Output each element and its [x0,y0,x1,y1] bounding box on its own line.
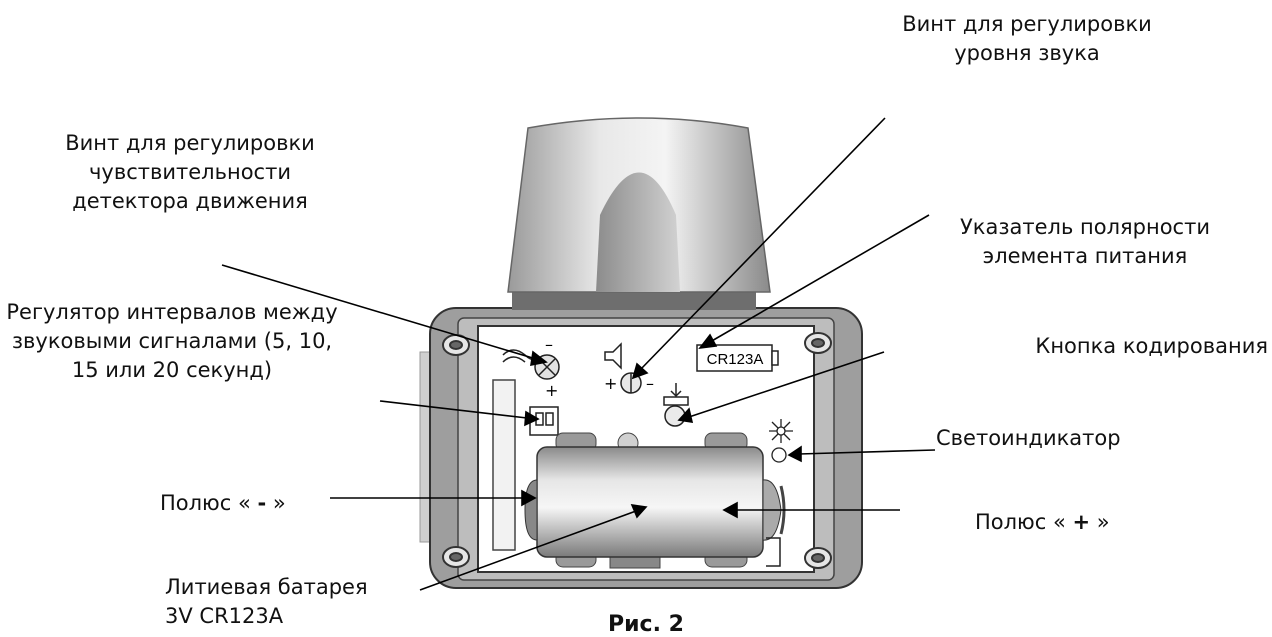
label-sensitivity-screw: Винт для регулировки чувствительности де… [65,131,315,213]
speaker-icon [604,342,622,370]
pole-minus-sign: - [257,491,267,515]
label-coding-button: Кнопка кодирования [1035,334,1268,358]
left-track [492,379,516,551]
label-led-indicator: Светоиндикатор [936,426,1121,450]
label-interval-regulator: Регулятор интервалов между звуковыми сиг… [6,300,338,382]
coding-button-graphic [663,383,689,427]
leader-lines [221,117,936,591]
corner-clip [766,537,781,567]
screw-holes [442,332,832,569]
label-pole-minus: Полюс « - » [160,460,380,518]
battery-marking: CR123A [707,351,764,368]
label-battery: Литиевая батарея 3V CR123A [165,575,368,628]
pole-plus-sign: + [1072,510,1091,534]
sensor-cap [507,117,771,310]
figure-caption: Рис. 2 [608,612,684,637]
pole-minus-prefix: Полюс « [160,491,258,515]
label-pole-plus: Полюс « + » [975,479,1195,537]
sensitivity-plus-mark: + [545,381,558,400]
battery-body [536,446,764,558]
volume-minus-mark: – [646,374,654,393]
led-graphic [769,419,793,463]
pole-minus-suffix: » [266,491,286,515]
sensitivity-minus-mark: – [545,335,553,354]
pole-plus-suffix: » [1090,510,1110,534]
volume-screw [620,372,642,394]
label-volume-screw: Винт для регулировки уровня звука [902,12,1152,65]
label-polarity-indicator: Указатель полярности элемента питания [960,215,1210,268]
pole-plus-prefix: Полюс « [975,510,1073,534]
volume-plus-mark: + [604,374,617,393]
